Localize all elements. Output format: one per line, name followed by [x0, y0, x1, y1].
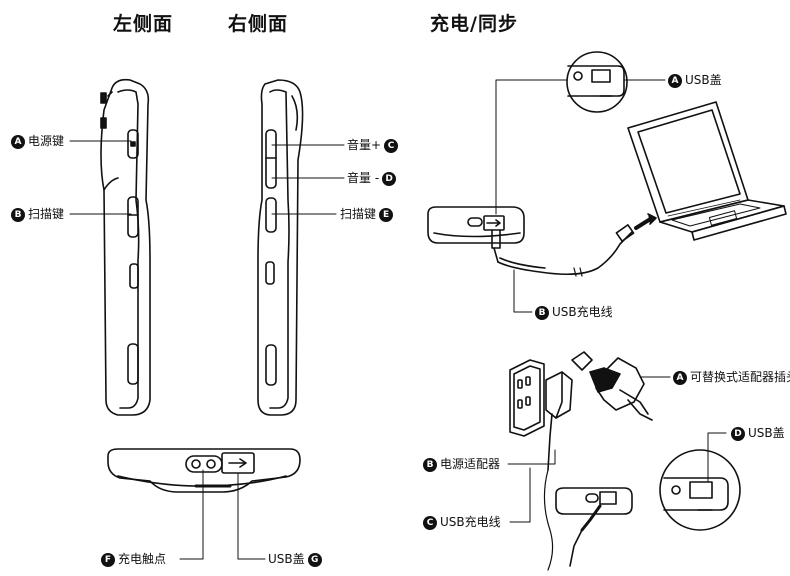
pc-device — [427, 206, 525, 263]
laptop — [627, 101, 787, 241]
callout-volume-up: 音量+C — [347, 137, 401, 153]
badge-d: D — [382, 171, 397, 186]
pc-usb-zoom — [566, 51, 628, 113]
badge-c: C — [384, 138, 399, 153]
ac-usb-zoom — [659, 449, 741, 531]
badge-d: D — [731, 426, 745, 441]
badge-c: C — [423, 515, 437, 530]
callout-label: 电源适配器 — [440, 457, 501, 471]
badge-e: E — [379, 207, 394, 222]
badge-b: B — [535, 305, 549, 320]
left-side-view — [100, 78, 151, 416]
badge-a: A — [668, 73, 682, 88]
power-adapter — [545, 371, 573, 471]
badge-g: G — [307, 552, 322, 567]
callout-label: 扫描键 — [28, 207, 65, 221]
callout-label: 音量 - — [347, 171, 380, 185]
title-left-side: 左侧面 — [113, 13, 174, 35]
title-right-side: 右侧面 — [228, 13, 289, 35]
callout-volume-down: 音量 -D — [347, 170, 399, 186]
plug-head — [571, 351, 653, 421]
badge-b: B — [423, 457, 437, 472]
badge-f: F — [101, 552, 115, 567]
ac-device — [555, 487, 633, 567]
callout-label: 扫描键 — [340, 207, 377, 221]
badge-a: A — [673, 370, 687, 385]
callout-label: USB充电线 — [552, 305, 613, 319]
callout-label: 可替换式适配器插头 — [690, 370, 790, 384]
title-charge-sync: 充电/同步 — [430, 13, 518, 35]
callout-label: USB充电线 — [440, 515, 501, 529]
callout-label: USB盖 — [685, 73, 722, 87]
callout-label: USB盖 — [748, 426, 785, 440]
right-side-view — [257, 79, 304, 416]
callout-label: 充电触点 — [118, 552, 167, 566]
badge-a: A — [11, 134, 25, 149]
callout-label: 音量+ — [347, 138, 382, 152]
badge-b: B — [11, 207, 25, 222]
callout-label: 电源键 — [28, 134, 65, 148]
callout-label: USB盖 — [268, 552, 305, 566]
wall-outlet — [509, 359, 545, 437]
bottom-view — [107, 448, 301, 493]
